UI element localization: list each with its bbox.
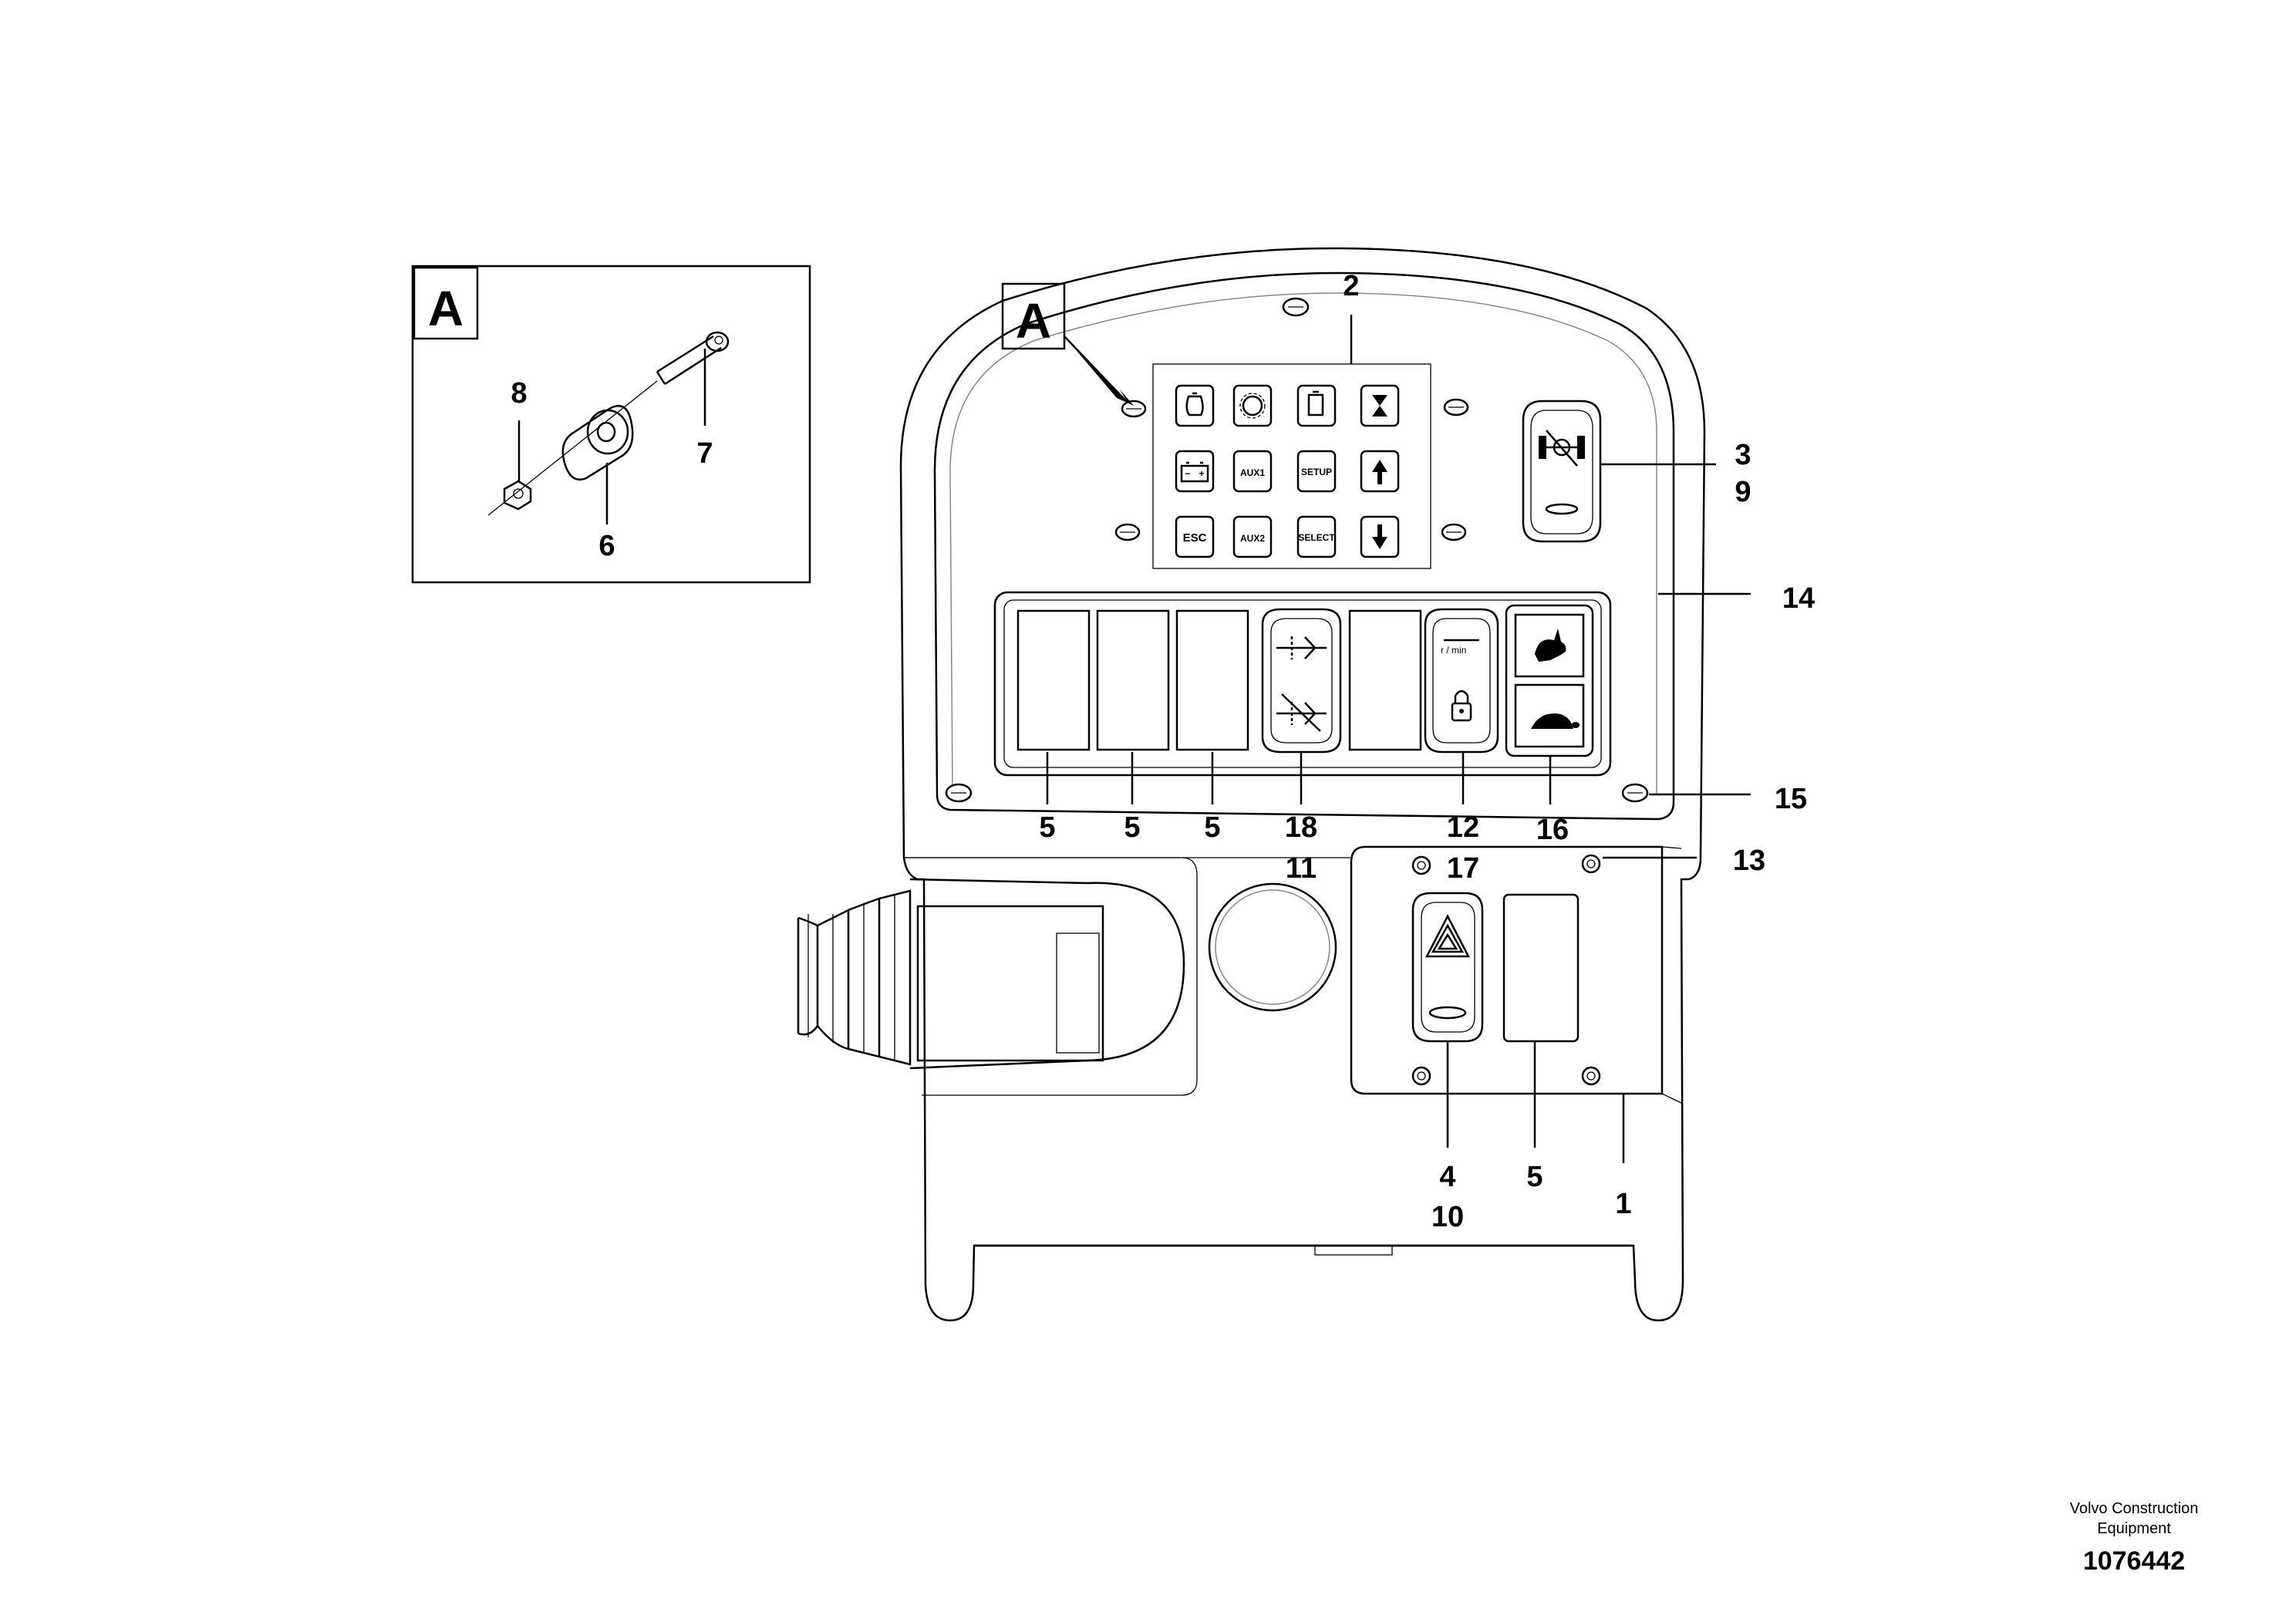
callout-13: 13 — [1733, 845, 1765, 877]
detail-view-a: A 8 6 7 — [411, 265, 811, 584]
nut-part — [503, 480, 532, 511]
callout-17: 17 — [1447, 852, 1479, 885]
blank-plug — [1096, 609, 1170, 751]
hourglass-icon — [1372, 395, 1387, 416]
screw-icon — [1114, 523, 1141, 541]
screw-icon — [945, 783, 973, 803]
display-keypad: −+ AUX1 SETUP ESC AUX2 SELECT — [1152, 363, 1431, 569]
callout-1: 1 — [1615, 1188, 1631, 1220]
bolt-part — [656, 331, 730, 386]
esc-key[interactable]: ESC — [1175, 515, 1215, 558]
screw-icon — [1443, 398, 1469, 416]
callout-9: 9 — [1735, 476, 1751, 508]
round-cover-cap — [1208, 882, 1337, 1012]
control-panel-housing — [899, 247, 1706, 1322]
arrow-down-icon — [1372, 524, 1387, 549]
credit-line-2: Equipment — [2097, 1520, 2171, 1537]
callout-18: 18 — [1285, 811, 1317, 844]
callout-3: 3 — [1735, 439, 1751, 471]
document-number: 1076442 — [2083, 1546, 2185, 1576]
keypad-key[interactable] — [1360, 384, 1400, 427]
keypad-key[interactable] — [1296, 384, 1337, 427]
screw-icon — [1441, 523, 1467, 541]
rocker-switch-float[interactable] — [1261, 608, 1342, 754]
keypad-key[interactable] — [1175, 384, 1215, 427]
callout-11: 11 — [1286, 852, 1317, 885]
arrow-up-key[interactable] — [1360, 450, 1400, 493]
rabbit-icon — [1535, 629, 1566, 662]
blank-plug — [1017, 609, 1091, 751]
rocker-switch-axle[interactable] — [1522, 400, 1602, 543]
callout-5: 5 — [1204, 811, 1220, 844]
arrow-up-icon — [1372, 460, 1387, 484]
callout-8: 8 — [511, 377, 527, 410]
keypad-key[interactable]: −+ — [1175, 450, 1215, 493]
screw-icon — [1282, 297, 1310, 317]
spacer-part — [561, 405, 634, 481]
callout-5: 5 — [1039, 811, 1055, 844]
leader-lines — [1046, 315, 1751, 1163]
gear-icon — [1239, 393, 1266, 419]
svg-text:AUX2: AUX2 — [1240, 533, 1265, 544]
svg-text:AUX1: AUX1 — [1240, 467, 1265, 478]
bezel-screws — [945, 297, 1649, 803]
blank-plug — [1175, 609, 1249, 751]
callout-5: 5 — [1124, 811, 1140, 844]
blank-plug — [1502, 893, 1580, 1043]
callout-numbers: 2 3 9 14 15 13 5 5 5 18 11 12 17 16 4 10… — [1039, 270, 1815, 1233]
screw-icon — [1581, 1066, 1601, 1086]
detail-view-label: A — [428, 281, 464, 336]
callout-5: 5 — [1526, 1161, 1542, 1193]
view-a-marker: A — [1001, 282, 1134, 406]
callout-2: 2 — [1343, 270, 1359, 302]
select-key[interactable]: SELECT — [1296, 515, 1337, 558]
screw-icon — [1121, 400, 1147, 418]
hazard-switch[interactable] — [1411, 892, 1484, 1043]
arrow-down-key[interactable] — [1360, 515, 1400, 558]
screw-icon — [1621, 783, 1649, 803]
svg-text:ESC: ESC — [1183, 531, 1207, 545]
hazard-triangle-icon — [1424, 914, 1471, 958]
engine-oil-icon — [1185, 392, 1204, 416]
footer-credit: Volvo Construction Equipment 1076442 — [2070, 1500, 2199, 1576]
axle-disabled-icon — [1539, 430, 1585, 467]
rocker-switch-rpm-lock[interactable]: r / min — [1424, 608, 1499, 754]
callout-12: 12 — [1447, 811, 1479, 844]
lock-icon — [1451, 690, 1472, 722]
callout-14: 14 — [1782, 582, 1815, 615]
rpm-unit-label: r / min — [1441, 645, 1466, 656]
joystick-boot — [797, 857, 1198, 1096]
switch-strip: r / min — [993, 591, 1612, 777]
keypad-key[interactable] — [1232, 384, 1273, 427]
setup-key[interactable]: SETUP — [1296, 450, 1337, 493]
callout-15: 15 — [1775, 783, 1807, 815]
float-off-icon — [1276, 693, 1327, 732]
svg-text:SETUP: SETUP — [1301, 467, 1332, 477]
battery-icon: −+ — [1180, 461, 1209, 483]
callout-6: 6 — [598, 530, 615, 562]
aux2-key[interactable]: AUX2 — [1232, 515, 1273, 558]
fuel-icon — [1307, 390, 1324, 416]
float-on-icon — [1276, 636, 1327, 659]
callout-16: 16 — [1536, 814, 1569, 846]
callout-4: 4 — [1439, 1161, 1455, 1193]
svg-text:−: − — [1185, 468, 1190, 479]
lower-switch-plate — [1350, 845, 1682, 1104]
aux1-key[interactable]: AUX1 — [1232, 450, 1273, 493]
screw-icon — [1411, 855, 1431, 875]
view-marker-label: A — [1016, 293, 1051, 349]
callout-7: 7 — [696, 437, 713, 470]
credit-line-1: Volvo Construction — [2070, 1500, 2199, 1517]
svg-text:+: + — [1199, 468, 1204, 479]
svg-text:SELECT: SELECT — [1298, 532, 1335, 543]
turtle-icon — [1531, 713, 1580, 729]
callout-10: 10 — [1431, 1201, 1464, 1233]
blank-plug — [1348, 609, 1422, 751]
rocker-switch-speed[interactable] — [1505, 604, 1594, 757]
screw-icon — [1581, 854, 1601, 874]
screw-icon — [1411, 1066, 1431, 1086]
